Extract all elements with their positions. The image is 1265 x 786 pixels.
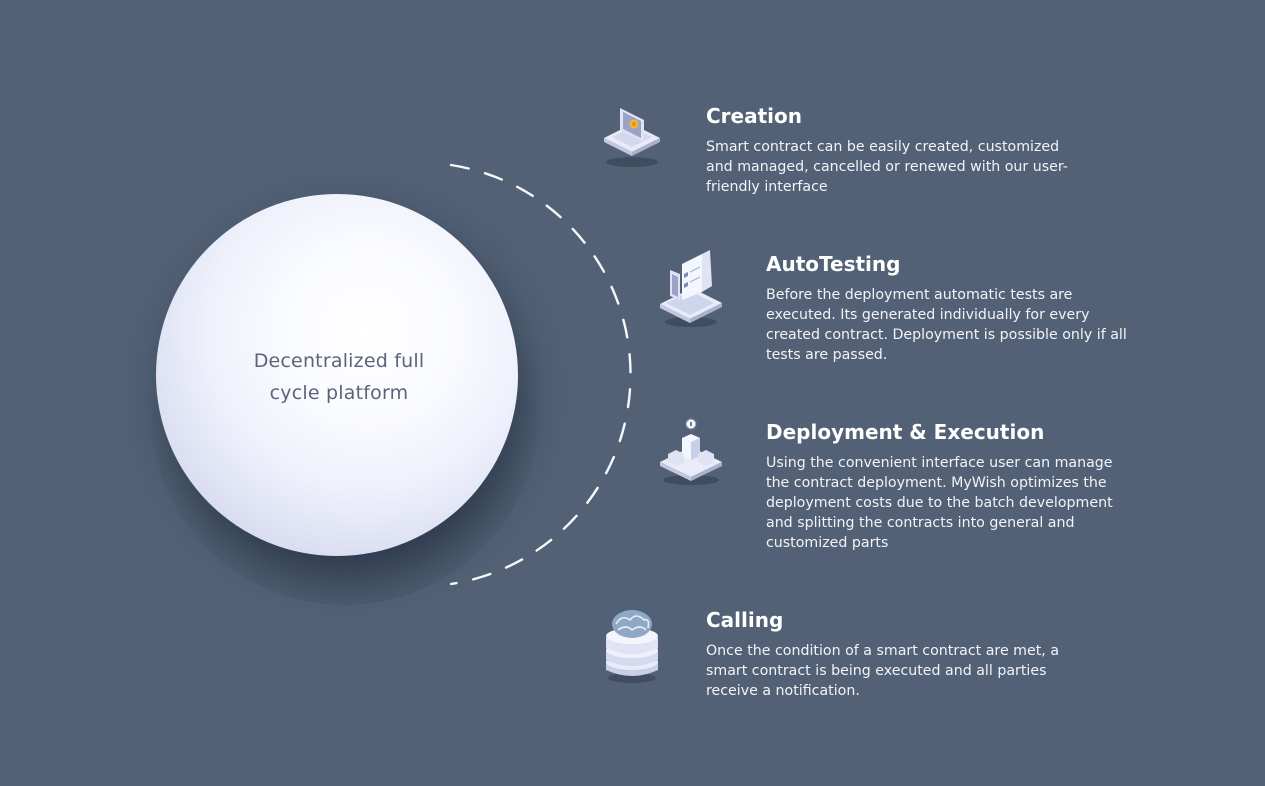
deployment-blocks-icon [658,416,722,492]
step-title: Calling [706,608,784,632]
laptop-coin-icon [600,100,664,176]
step-title: Creation [706,104,802,128]
brain-server-icon [600,606,664,683]
step-title: Deployment & Execution [766,420,1045,444]
laptop-checklist-icon [658,246,722,327]
platform-sphere: Decentralized full cycle platform [156,194,518,556]
step-title: AutoTesting [766,252,901,276]
step-description: Before the deployment automatic tests ar… [766,287,1127,363]
step-description: Once the condition of a smart contract a… [706,643,1060,699]
step-description: Smart contract can be easily created, cu… [706,139,1068,195]
sphere-label: Decentralized full cycle platform [253,350,425,404]
step-description: Using the convenient interface user can … [766,455,1113,551]
